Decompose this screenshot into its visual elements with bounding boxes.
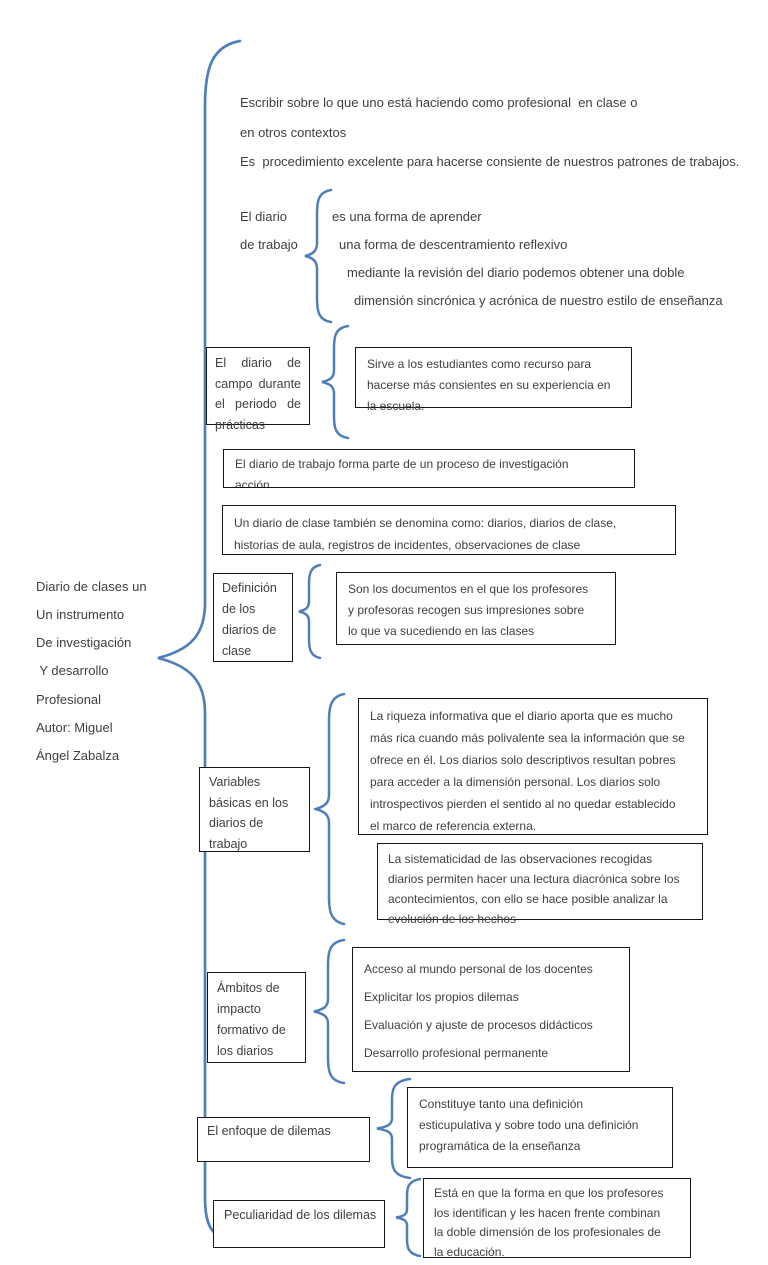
- root-title-line: De investigación: [36, 635, 132, 650]
- nota-line: El diario de trabajo forma parte de un p…: [235, 457, 569, 471]
- variables-detail1-box: La riqueza informativa que el diario apo…: [358, 698, 708, 835]
- diario-trabajo-label: El diario: [240, 209, 287, 224]
- label-line: impacto: [217, 1002, 261, 1016]
- ambitos-label-box: Ámbitos de impacto formativo de los diar…: [207, 972, 306, 1063]
- detail-line: La sistematicidad de las observaciones r…: [388, 852, 653, 866]
- label-line: formativo de: [217, 1023, 286, 1037]
- diario-trabajo-item: es una forma de aprender: [332, 209, 482, 224]
- label-line: Ámbitos de: [217, 981, 280, 995]
- detail-line: la doble dimensión de los profesionales …: [434, 1225, 661, 1239]
- label-line: Peculiaridad de los dilemas: [224, 1208, 377, 1222]
- label-line: los diarios: [217, 1044, 274, 1058]
- detail-line: Constituye tanto una definición: [419, 1097, 584, 1111]
- ambitos-items-box: Acceso al mundo personal de los docentes…: [352, 947, 630, 1072]
- label-line: de los: [222, 602, 256, 616]
- variables-detail2-box: La sistematicidad de las observaciones r…: [377, 843, 703, 926]
- nota-investigacion-box: El diario de trabajo forma parte de un p…: [223, 449, 635, 488]
- detail-line: introspectivos pierden el sentido al no …: [370, 797, 676, 811]
- detail-line: para acceder a la dimensión personal. Lo…: [370, 775, 661, 789]
- root-title-line: Y desarrollo: [36, 663, 109, 678]
- nota-line: historias de aula, registros de incident…: [234, 538, 581, 552]
- label-line: El diario de: [215, 356, 301, 370]
- detail-line: y profesoras recogen sus impresiones sob…: [348, 603, 585, 617]
- detail-line: La riqueza informativa que el diario apo…: [370, 709, 673, 723]
- root-title-line: Ángel Zabalza: [36, 748, 120, 763]
- detail-line: acontecimientos, con ello se hace posibl…: [388, 892, 668, 906]
- label-line: trabajo: [209, 836, 248, 851]
- detail-line: diarios permiten hacer una lectura diacr…: [388, 872, 680, 886]
- detail-line: el marco de referencia externa.: [370, 819, 537, 833]
- enfoque-brace: [376, 1077, 412, 1180]
- label-line: El enfoque de dilemas: [207, 1124, 331, 1138]
- diario-campo-detail-box: Sirve a los estudiantes como recurso par…: [355, 347, 632, 413]
- peculiaridad-detail-box: Está en que la forma en que los profesor…: [423, 1178, 691, 1259]
- peculiaridad-label-box: Peculiaridad de los dilemas: [213, 1200, 385, 1248]
- ambitos-item: Desarrollo profesional permanente: [364, 1046, 549, 1060]
- ambitos-item: Acceso al mundo personal de los docentes: [364, 962, 593, 976]
- enfoque-label-box: El enfoque de dilemas: [197, 1117, 370, 1162]
- nota-denominaciones-box: Un diario de clase también se denomina c…: [222, 505, 676, 555]
- detail-line: Sirve a los estudiantes como recurso par…: [367, 357, 592, 371]
- detail-line: esticupulativa y sobre todo una definici…: [419, 1118, 639, 1132]
- label-line: el periodo de: [215, 397, 301, 411]
- detail-line: la educación.: [434, 1244, 505, 1259]
- label-line: Definición: [222, 581, 277, 595]
- detail-line: lo que va sucediendo en las clases: [348, 624, 535, 638]
- detail-line: más rica cuando más polivalente sea la i…: [370, 731, 685, 745]
- ambitos-brace: [313, 938, 346, 1085]
- root-title-line: Profesional: [36, 692, 102, 707]
- detail-line: hacerse más consientes en su experiencia…: [367, 378, 611, 392]
- definicion-detail-box: Son los documentos en el que los profeso…: [336, 572, 616, 645]
- label-line: prácticas: [215, 417, 266, 432]
- label-line: campo durante: [215, 376, 301, 391]
- peculiaridad-brace: [395, 1177, 422, 1258]
- variables-label-box: Variables básicas en los diarios de trab…: [199, 767, 310, 852]
- main-curly-brace: [157, 39, 242, 1245]
- definicion-brace: [298, 563, 322, 660]
- nota-line: Un diario de clase también se denomina c…: [234, 516, 617, 530]
- ambitos-item: Explicitar los propios dilemas: [364, 990, 519, 1004]
- label-line: Variables: [209, 775, 261, 789]
- definicion-label-box: Definición de los diarios de clase: [213, 573, 293, 662]
- detail-line: programática de la enseñanza: [419, 1139, 581, 1153]
- ambitos-item: Evaluación y ajuste de procesos didáctic…: [364, 1018, 593, 1032]
- label-line: diarios de: [209, 816, 264, 830]
- variables-brace: [314, 692, 346, 926]
- label-line: básicas en los: [209, 795, 289, 810]
- nota-line: acción.: [235, 478, 274, 488]
- diario-trabajo-label: de trabajo: [240, 237, 298, 252]
- label-line: diarios de: [222, 623, 277, 637]
- diario-trabajo-item: una forma de descentramiento reflexivo: [339, 237, 568, 252]
- root-title-line: Diario de clases un: [36, 579, 147, 594]
- enfoque-detail-box: Constituye tanto una definición esticupu…: [407, 1087, 673, 1168]
- detail-line: la escuela.: [367, 399, 425, 413]
- intro-line: Es procedimiento excelente para hacerse …: [240, 154, 740, 169]
- root-title-line: Un instrumento: [36, 607, 125, 622]
- intro-line: Escribir sobre lo que uno está haciendo …: [240, 95, 638, 110]
- detail-line: Está en que la forma en que los profesor…: [434, 1186, 664, 1200]
- detail-line: los identifican y les hacen frente combi…: [434, 1205, 661, 1220]
- intro-line: en otros contextos: [240, 125, 347, 140]
- detail-line: Son los documentos en el que los profeso…: [348, 582, 589, 596]
- label-line: clase: [222, 644, 252, 658]
- diario-campo-brace: [321, 324, 350, 440]
- diario-trabajo-brace: [304, 188, 333, 324]
- detail-line: evolución de los hechos: [388, 912, 517, 926]
- diario-trabajo-item: mediante la revisión del diario podemos …: [347, 265, 685, 280]
- root-title-line: Autor: Miguel: [36, 720, 113, 735]
- detail-line: ofrece en él. Los diarios solo descripti…: [370, 753, 676, 767]
- diario-trabajo-item: dimensión sincrónica y acrónica de nuest…: [354, 293, 723, 308]
- diario-campo-label-box: El diario de campo durante el periodo de…: [206, 347, 310, 432]
